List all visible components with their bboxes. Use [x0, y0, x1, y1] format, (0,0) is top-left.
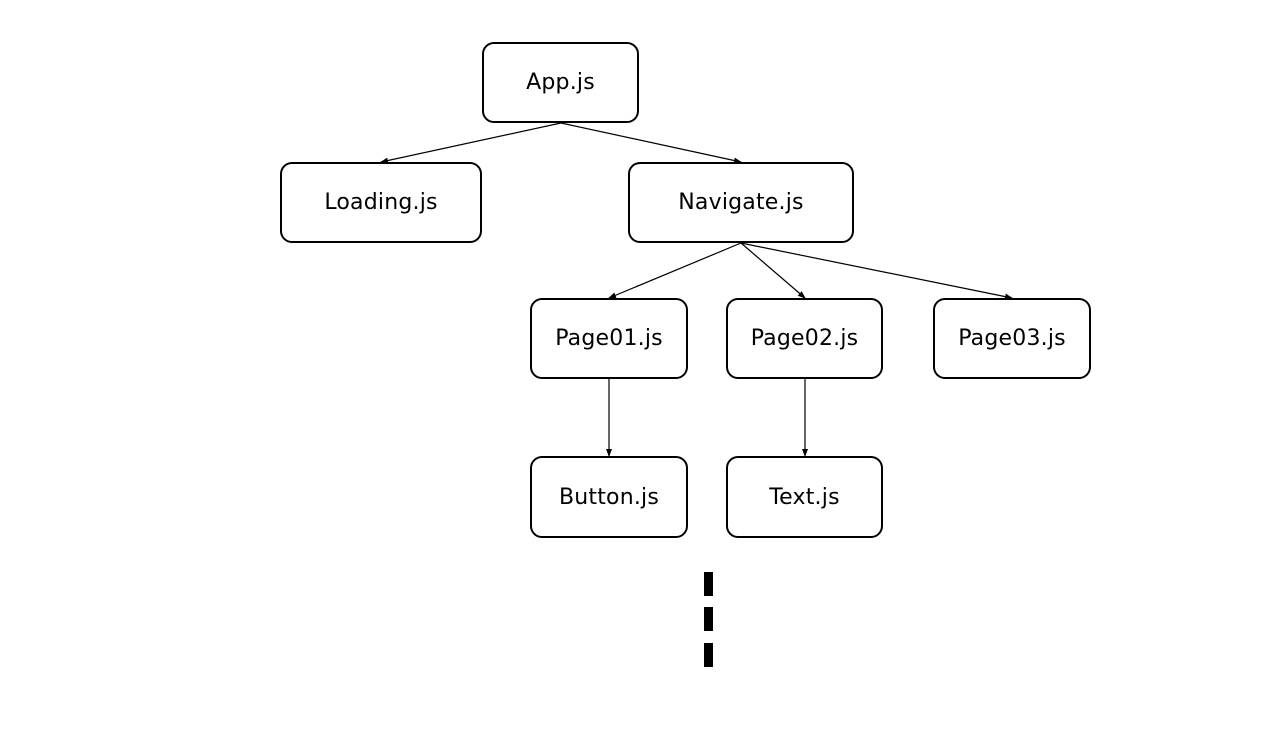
node-page03: Page03.js: [933, 298, 1091, 379]
node-navigate: Navigate.js: [628, 162, 854, 243]
node-loading: Loading.js: [280, 162, 482, 243]
node-page02: Page02.js: [726, 298, 883, 379]
node-page02-label: Page02.js: [750, 326, 859, 351]
node-loading-label: Loading.js: [324, 190, 438, 215]
edge-navigate-page01: [608, 242, 742, 299]
node-page01: Page01.js: [530, 298, 688, 379]
node-text-label: Text.js: [769, 484, 840, 510]
node-button: Button.js: [530, 456, 688, 538]
continuation-dash: [704, 572, 713, 596]
node-text: Text.js: [726, 456, 883, 538]
edge-app-loading: [380, 122, 562, 164]
node-page01-label: Page01.js: [555, 326, 663, 351]
edge-navigate-page03: [740, 242, 1013, 300]
node-page03-label: Page03.js: [958, 326, 1066, 351]
node-navigate-label: Navigate.js: [678, 190, 804, 215]
edge-app-navigate: [560, 122, 742, 164]
node-app-label: App.js: [526, 70, 595, 95]
node-button-label: Button.js: [558, 484, 660, 510]
edge-navigate-page02: [740, 242, 806, 299]
continuation-dash: [704, 607, 713, 631]
continuation-dash: [704, 643, 713, 667]
node-app: App.js: [482, 42, 639, 123]
